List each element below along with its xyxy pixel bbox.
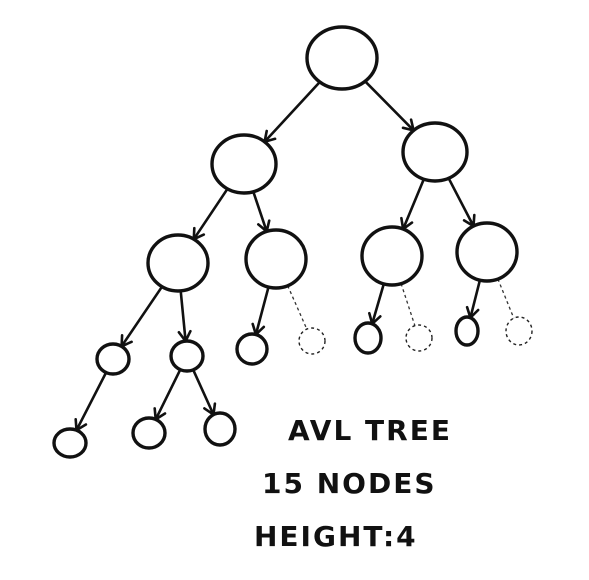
tree-edge-r-rr bbox=[447, 176, 476, 228]
tree-edge-r-rl bbox=[400, 177, 426, 231]
edge-line bbox=[179, 289, 187, 343]
edge-line bbox=[401, 177, 426, 231]
tree-node-lr bbox=[244, 228, 308, 290]
tree-edge-llr-llrl bbox=[153, 368, 182, 421]
tree-node-llrl bbox=[131, 416, 167, 450]
edge-line bbox=[469, 278, 482, 320]
tree-edge-rl-rlr bbox=[400, 283, 416, 326]
caption-title: AVL TREE bbox=[288, 414, 452, 447]
empty-slot-rlr bbox=[405, 324, 433, 352]
empty-slot-lrr bbox=[298, 327, 326, 355]
tree-edge-root-l bbox=[263, 80, 322, 144]
edge-line bbox=[363, 80, 415, 132]
edge-line bbox=[192, 187, 229, 241]
tree-edge-lr-lrr bbox=[287, 285, 308, 330]
tree-edge-ll-lll bbox=[120, 285, 164, 348]
tree-edge-ll-llr bbox=[177, 289, 192, 343]
tree-node-ll bbox=[146, 233, 210, 293]
tree-edge-l-ll bbox=[192, 187, 229, 241]
tree-node-rl bbox=[360, 225, 424, 287]
edge-line bbox=[120, 285, 164, 348]
tree-edge-llr-llrr bbox=[191, 368, 217, 416]
tree-edges bbox=[74, 80, 515, 432]
edge-line bbox=[154, 368, 182, 421]
tree-node-root bbox=[305, 25, 379, 91]
edge-line bbox=[254, 285, 270, 336]
tree-edge-root-r bbox=[363, 80, 415, 132]
caption-node-count: 15 NODES bbox=[262, 467, 437, 500]
edge-line bbox=[370, 282, 386, 326]
tree-edge-lr-lrl bbox=[251, 285, 270, 336]
tree-edge-rr-rrr bbox=[497, 278, 515, 319]
caption-height: HEIGHT:4 bbox=[254, 520, 418, 553]
tree-edge-rr-rrl bbox=[465, 278, 482, 320]
tree-node-llr bbox=[169, 339, 205, 373]
edge-line bbox=[447, 176, 475, 228]
tree-node-lll bbox=[95, 342, 131, 376]
tree-edge-lll-llll bbox=[74, 371, 108, 432]
tree-edge-rl-rll bbox=[367, 282, 386, 326]
tree-node-lrl bbox=[235, 332, 269, 366]
empty-slot-rrr bbox=[505, 316, 533, 346]
tree-node-rr bbox=[455, 221, 519, 283]
tree-node-r bbox=[401, 121, 469, 183]
tree-nodes bbox=[52, 25, 533, 459]
tree-node-l bbox=[210, 133, 278, 195]
tree-node-rll bbox=[353, 321, 383, 355]
edge-line bbox=[191, 368, 215, 416]
edge-line bbox=[400, 283, 416, 326]
edge-line bbox=[497, 278, 515, 319]
tree-edge-l-lr bbox=[252, 190, 271, 233]
tree-node-llll bbox=[52, 427, 88, 459]
edge-line bbox=[263, 80, 322, 144]
edge-line bbox=[252, 190, 269, 233]
edge-line bbox=[75, 371, 108, 432]
edge-line bbox=[287, 285, 308, 330]
tree-node-rrl bbox=[454, 315, 480, 347]
tree-node-llrr bbox=[203, 411, 237, 447]
